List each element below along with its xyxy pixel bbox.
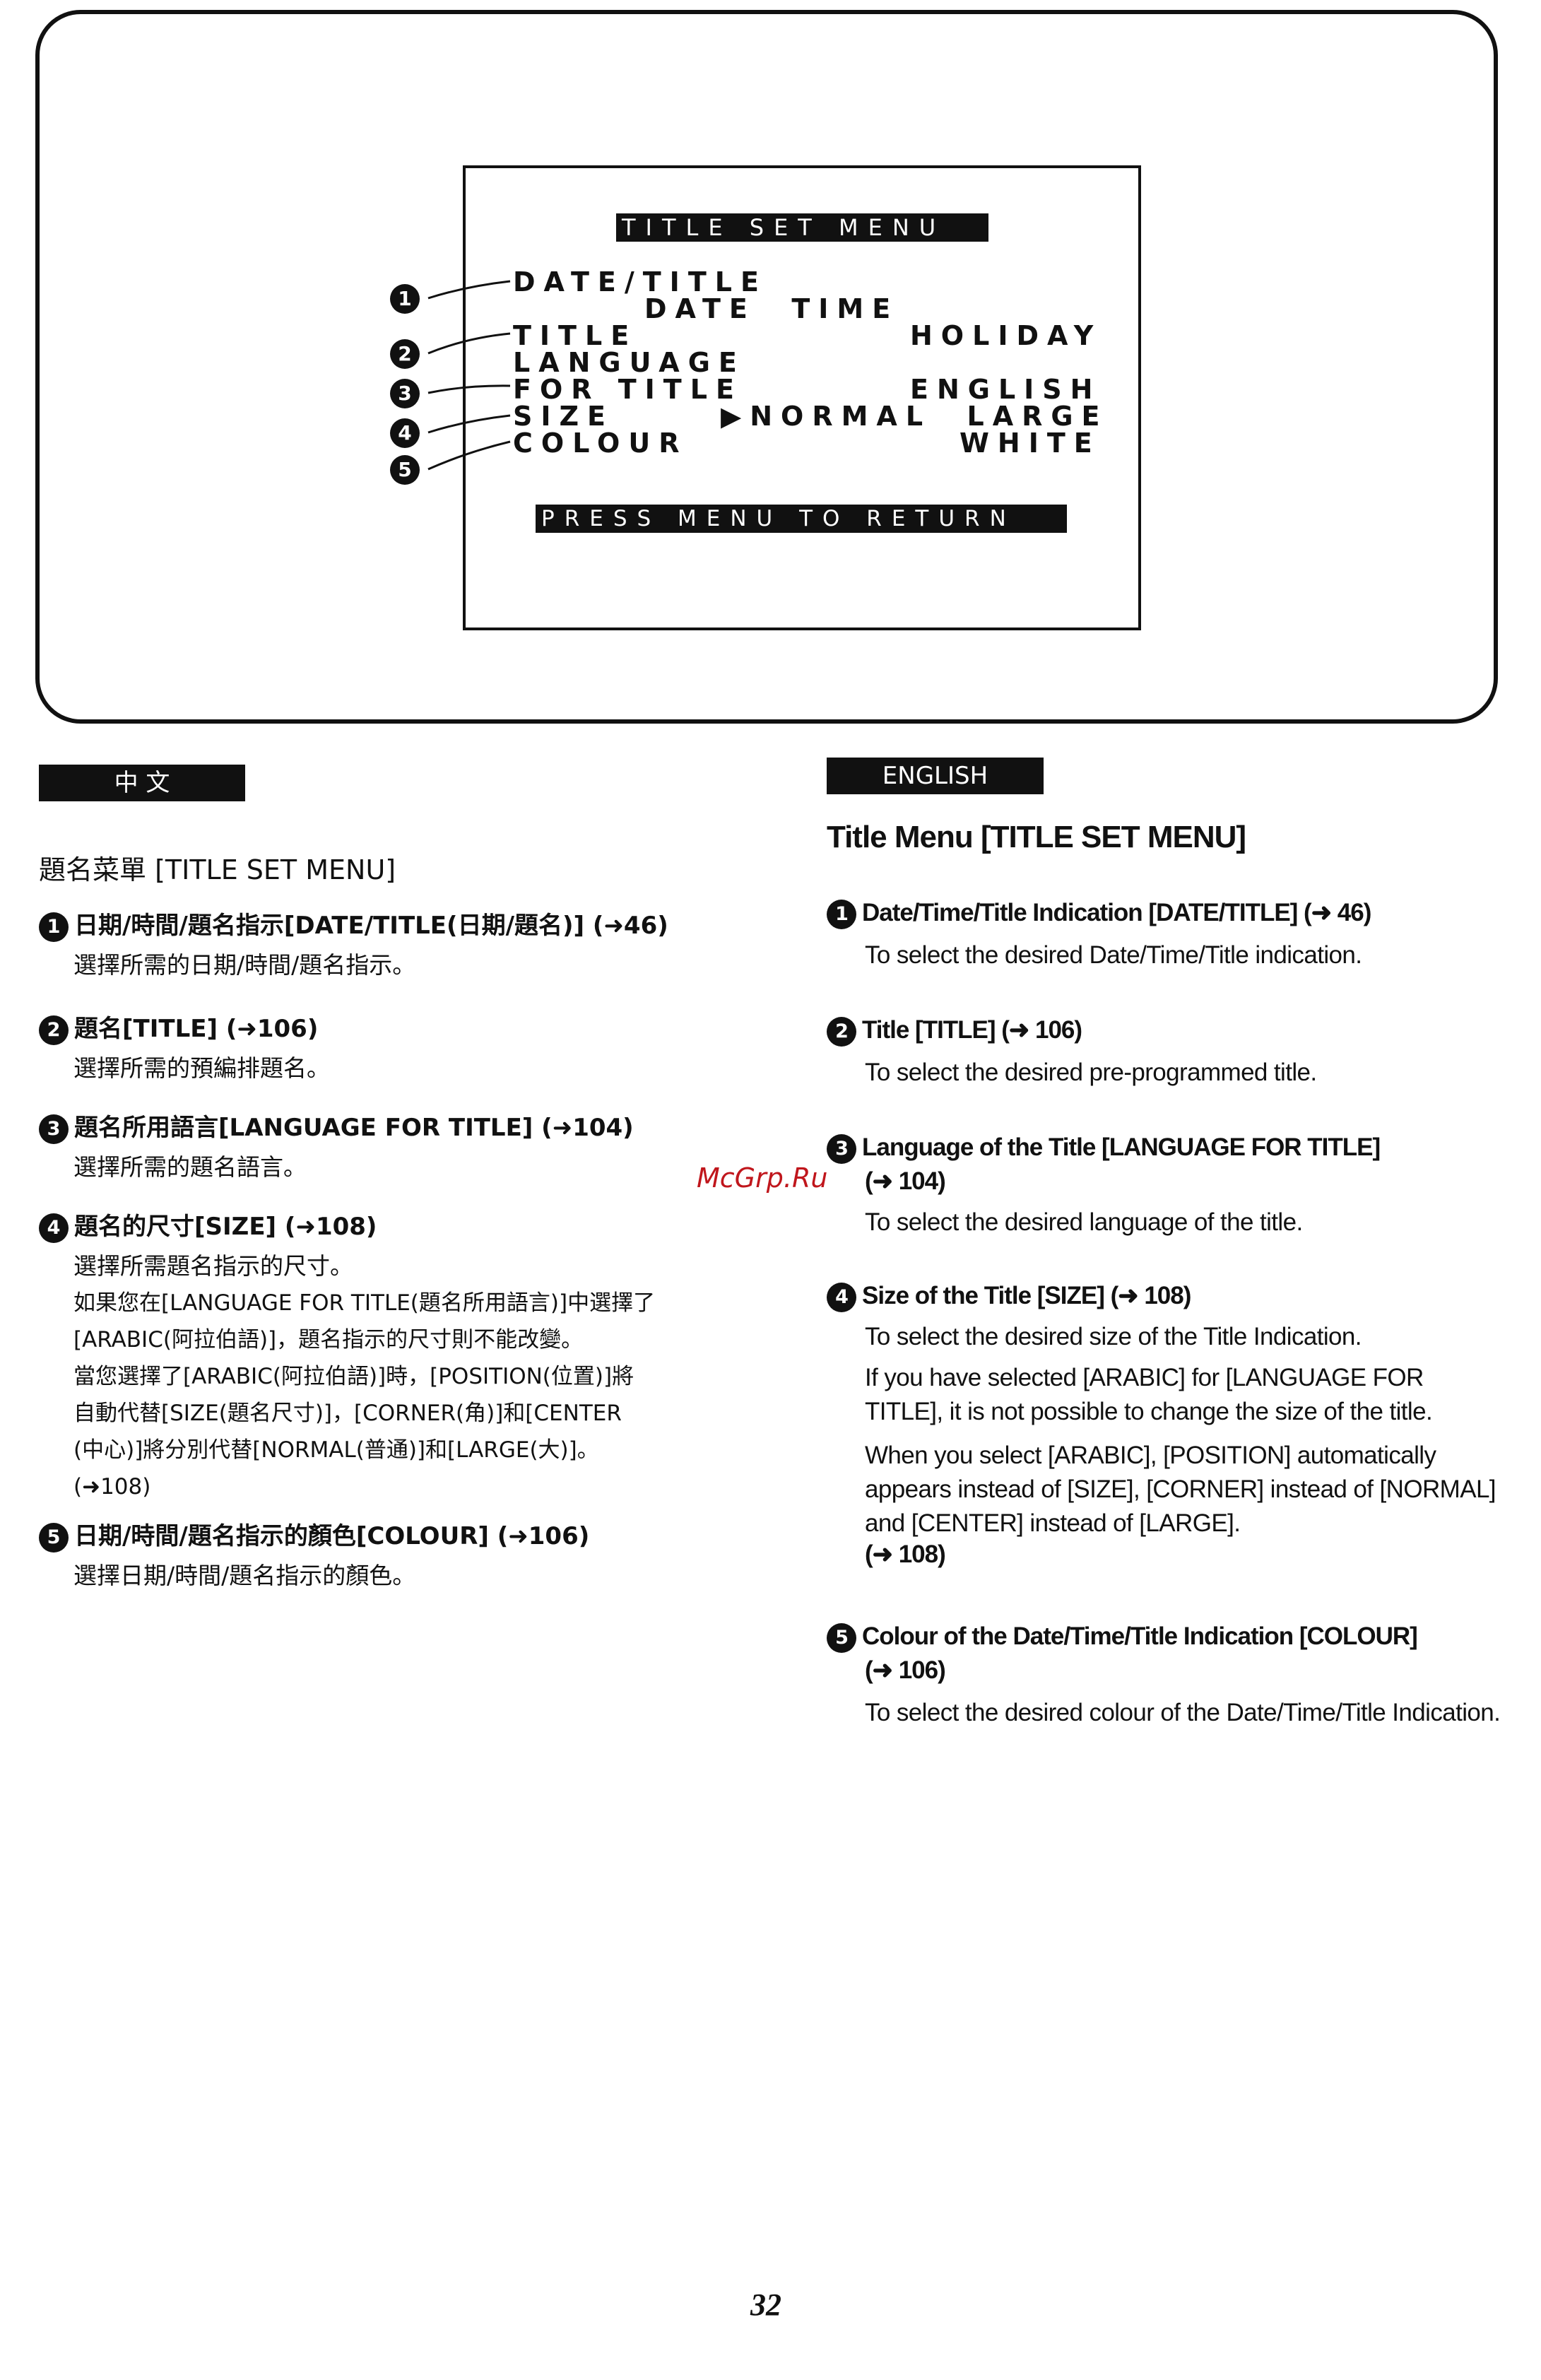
callout-leader-lines: [427, 280, 511, 471]
zh-item-2-title-text: 題名[TITLE] (➜106): [74, 1015, 319, 1043]
en-item-4-title-text: Size of the Title [SIZE] (➜ 108): [862, 1282, 1191, 1309]
en-item-4-ref: (➜ 108): [865, 1540, 946, 1568]
chinese-section-tag: 中 文: [39, 765, 245, 801]
zh-item-3-body: 選擇所需的題名語言。: [73, 1153, 307, 1181]
menu-row-size-label: SIZE: [513, 401, 615, 432]
page-number: 32: [750, 2287, 781, 2322]
en-item-2-body: To select the desired pre-programmed tit…: [865, 1059, 1317, 1086]
en-item-3-body: To select the desired language of the ti…: [865, 1208, 1303, 1236]
menu-row-title-value: HOLIDAY: [910, 320, 1102, 351]
menu-header: TITLE SET MENU: [616, 213, 988, 242]
en-item-5-title-text: Colour of the Date/Time/Title Indication…: [862, 1622, 1418, 1650]
menu-row-for-title-label: FOR TITLE: [513, 374, 743, 405]
en-item-4-body-3: When you select [ARABIC], [POSITION] aut…: [865, 1442, 1496, 1537]
zh-item-1-body: 選擇所需的日期/時間/題名指示。: [73, 951, 416, 979]
menu-screen: [463, 165, 1141, 630]
menu-row-title-label: TITLE: [513, 320, 638, 351]
zh-item-4-body-2: 如果您在[LANGUAGE FOR TITLE(題名所用語言)]中選擇了: [73, 1290, 656, 1316]
zh-item-5-body: 選擇日期/時間/題名指示的顏色。: [73, 1562, 416, 1589]
menu-row-language-label: LANGUAGE: [513, 347, 745, 378]
menu-row-colour-value: WHITE: [960, 428, 1101, 459]
number-2-icon: 2: [827, 1016, 856, 1047]
en-item-1-body: To select the desired Date/Time/Title in…: [865, 941, 1362, 969]
menu-row-size-value: ▶NORMAL LARGE: [721, 401, 1109, 432]
callout-1: 1: [390, 284, 420, 314]
zh-item-3-title-text: 題名所用語言[LANGUAGE FOR TITLE] (➜104): [74, 1114, 634, 1142]
number-5-icon: 5: [39, 1522, 69, 1553]
menu-row-for-title-value: ENGLISH: [910, 374, 1102, 405]
zh-item-4-body-7: (➜108): [73, 1474, 151, 1500]
en-item-5-ref: (➜ 106): [865, 1656, 946, 1684]
watermark: McGrp.Ru: [697, 1162, 828, 1194]
callout-2: 2: [390, 339, 420, 369]
menu-footer: PRESS MENU TO RETURN: [536, 505, 1067, 533]
en-item-4-body-1: To select the desired size of the Title …: [865, 1323, 1362, 1350]
en-item-2-title-text: Title [TITLE] (➜ 106): [862, 1016, 1082, 1044]
zh-item-4-title-text: 題名的尺寸[SIZE] (➜108): [74, 1213, 377, 1241]
zh-item-4-body-6: (中心)]將分別代替[NORMAL(普通)]和[LARGE(大)]。: [73, 1437, 599, 1463]
zh-item-4-body-3: [ARABIC(阿拉伯語)]，題名指示的尺寸則不能改變。: [73, 1327, 584, 1353]
number-5-icon: 5: [827, 1622, 856, 1653]
number-4-icon: 4: [827, 1282, 856, 1312]
zh-item-2-body: 選擇所需的預編排題名。: [73, 1054, 330, 1082]
callout-4: 4: [390, 418, 420, 448]
zh-item-5-title-text: 日期/時間/題名指示的顏色[COLOUR] (➜106): [74, 1522, 590, 1550]
callout-3: 3: [390, 379, 420, 408]
en-item-5-body: To select the desired colour of the Date…: [865, 1699, 1501, 1726]
en-item-3-ref: (➜ 104): [865, 1167, 946, 1195]
english-heading: Title Menu [TITLE SET MENU]: [827, 820, 1246, 854]
zh-item-4-body-1: 選擇所需題名指示的尺寸。: [73, 1252, 353, 1280]
zh-item-4-body-4: 當您選擇了[ARABIC(阿拉伯語)]時，[POSITION(位置)]將: [73, 1364, 634, 1389]
en-item-3-title-text: Language of the Title [LANGUAGE FOR TITL…: [862, 1133, 1381, 1161]
en-item-1-title-text: Date/Time/Title Indication [DATE/TITLE] …: [862, 899, 1371, 926]
zh-item-4-body-5: 自動代替[SIZE(題名尺寸)]，[CORNER(角)]和[CENTER: [73, 1401, 622, 1426]
chinese-heading: 題名菜單 [TITLE SET MENU]: [39, 854, 396, 885]
zh-item-1-title-text: 日期/時間/題名指示[DATE/TITLE(日期/題名)] (➜46): [74, 912, 668, 940]
english-section-tag: ENGLISH: [827, 758, 1044, 794]
menu-row-date-time-value: DATE TIME: [644, 293, 899, 324]
en-item-4-body-2: If you have selected [ARABIC] for [LANGU…: [865, 1364, 1433, 1425]
number-3-icon: 3: [827, 1133, 856, 1164]
number-3-icon: 3: [39, 1114, 69, 1144]
number-1-icon: 1: [827, 899, 856, 929]
viewfinder-frame: [35, 10, 1498, 724]
number-2-icon: 2: [39, 1015, 69, 1045]
menu-row-date-title-label: DATE/TITLE: [513, 266, 767, 298]
number-4-icon: 4: [39, 1213, 69, 1243]
number-1-icon: 1: [39, 912, 69, 942]
menu-row-colour-label: COLOUR: [513, 428, 688, 459]
callout-5: 5: [390, 455, 420, 485]
